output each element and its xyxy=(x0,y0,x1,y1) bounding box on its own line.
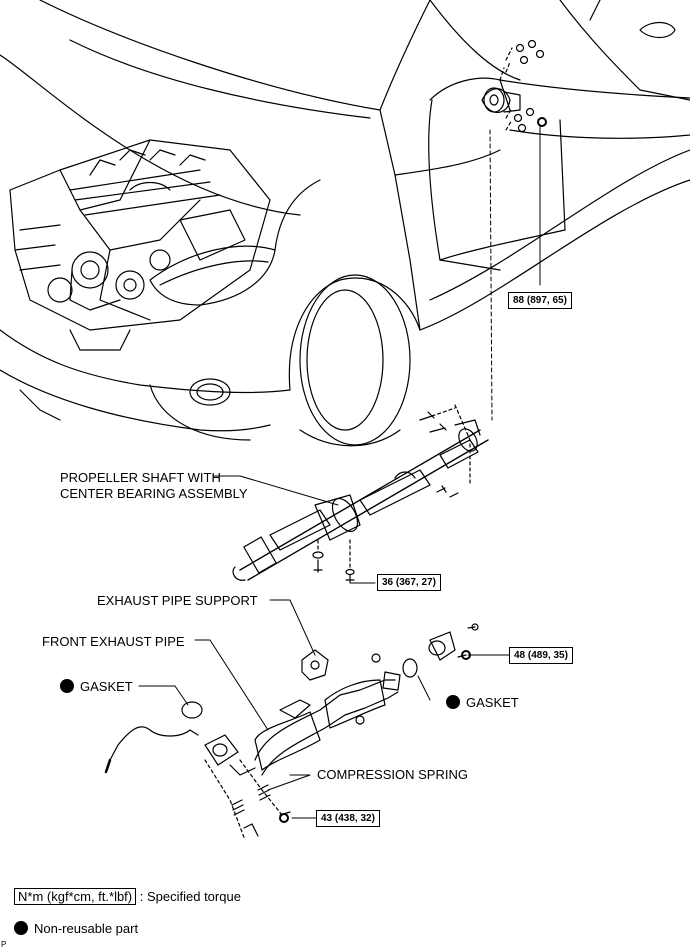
torque-88: 88 (897, 65) xyxy=(508,292,572,309)
corner-mark: P xyxy=(1,940,7,949)
legend-nonreusable-text: Non-reusable part xyxy=(34,921,139,936)
label-compression-spring: COMPRESSION SPRING xyxy=(317,767,468,782)
legend-nonreusable: Non-reusable part xyxy=(14,921,138,936)
gasket-right-text: GASKET xyxy=(466,695,519,710)
exhaust-flange-right xyxy=(402,623,479,678)
nonreusable-dot-icon xyxy=(446,695,460,709)
gasket-right-ring xyxy=(402,658,418,678)
label-propeller-shaft-line1: PROPELLER SHAFT WITH xyxy=(60,470,221,485)
legend-torque-desc: : Specified torque xyxy=(139,889,241,904)
leader-lines xyxy=(138,124,541,819)
nonreusable-dot-icon xyxy=(14,921,28,935)
gasket-left-ring xyxy=(181,701,203,719)
label-exhaust-pipe-support: EXHAUST PIPE SUPPORT xyxy=(97,593,258,608)
engine-block xyxy=(9,139,271,351)
label-gasket-right: GASKET xyxy=(446,695,519,710)
label-front-exhaust-pipe: FRONT EXHAUST PIPE xyxy=(42,634,185,649)
nonreusable-dot-icon xyxy=(60,679,74,693)
vehicle-body xyxy=(0,0,690,447)
legend-torque: N*m (kgf*cm, ft.*lbf) : Specified torque xyxy=(14,888,241,905)
gasket-left-text: GASKET xyxy=(80,679,133,694)
torque-48: 48 (489, 35) xyxy=(509,647,573,664)
front-exhaust-pipe xyxy=(104,649,401,841)
label-propeller-shaft-line2: CENTER BEARING ASSEMBLY xyxy=(60,486,248,501)
torque-36: 36 (367, 27) xyxy=(377,574,441,591)
transmission-flange xyxy=(483,39,547,133)
label-gasket-left: GASKET xyxy=(60,679,133,694)
torque-43: 43 (438, 32) xyxy=(316,810,380,827)
propeller-shaft xyxy=(232,404,489,583)
legend-torque-box: N*m (kgf*cm, ft.*lbf) xyxy=(14,888,137,905)
